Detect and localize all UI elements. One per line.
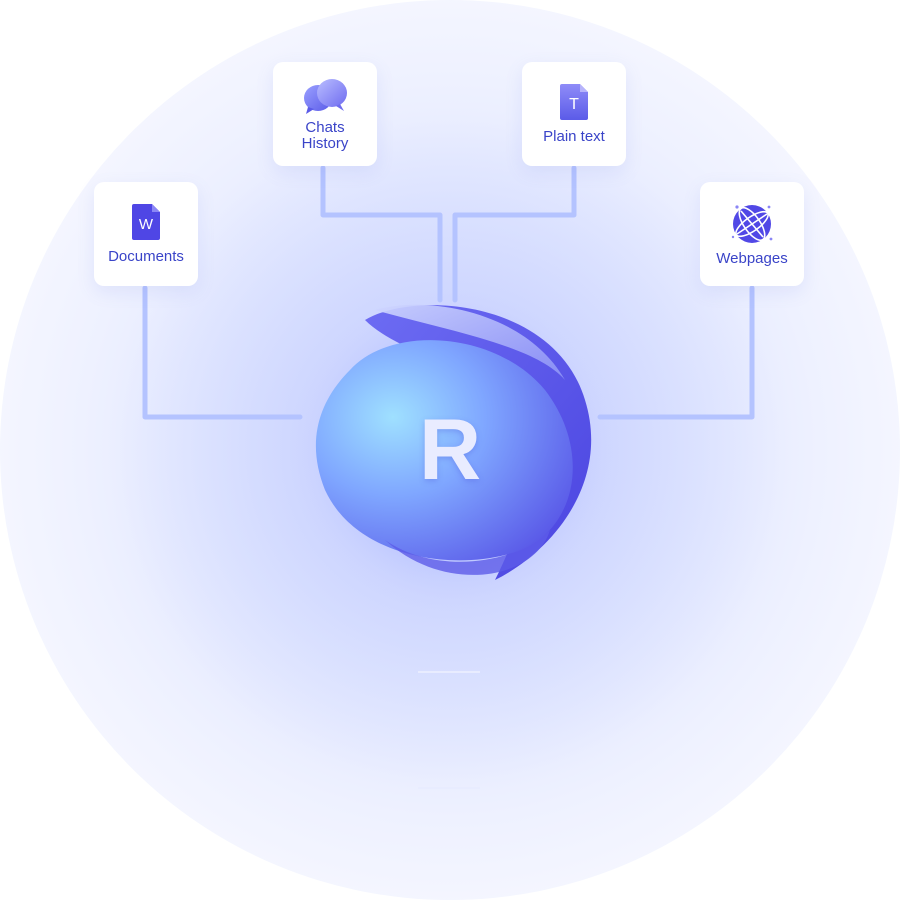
- documents-card[interactable]: W Documents: [94, 182, 198, 286]
- chat-bubbles-icon: [300, 76, 350, 116]
- plain-text-card[interactable]: T Plain text: [522, 62, 626, 166]
- webpages-card[interactable]: Webpages: [700, 182, 804, 286]
- plain-text-label: Plain text: [543, 129, 605, 145]
- webpages-label: Webpages: [716, 251, 787, 267]
- chats-history-card[interactable]: Chats History: [273, 62, 377, 166]
- word-document-icon: W: [131, 203, 161, 241]
- chats-history-label: Chats History: [290, 120, 360, 152]
- plaintext-connector: [455, 168, 574, 300]
- hub-letter: R: [405, 405, 495, 495]
- documents-connector: [145, 288, 300, 417]
- chats-label-line2: History: [290, 136, 360, 152]
- webpages-connector: [600, 288, 752, 417]
- chats-connector: [323, 168, 440, 300]
- svg-text:T: T: [569, 96, 579, 113]
- text-document-icon: T: [559, 83, 589, 121]
- documents-label: Documents: [108, 249, 184, 265]
- svg-text:W: W: [139, 216, 154, 233]
- globe-icon: [729, 201, 775, 247]
- chats-label-line1: Chats: [290, 120, 360, 136]
